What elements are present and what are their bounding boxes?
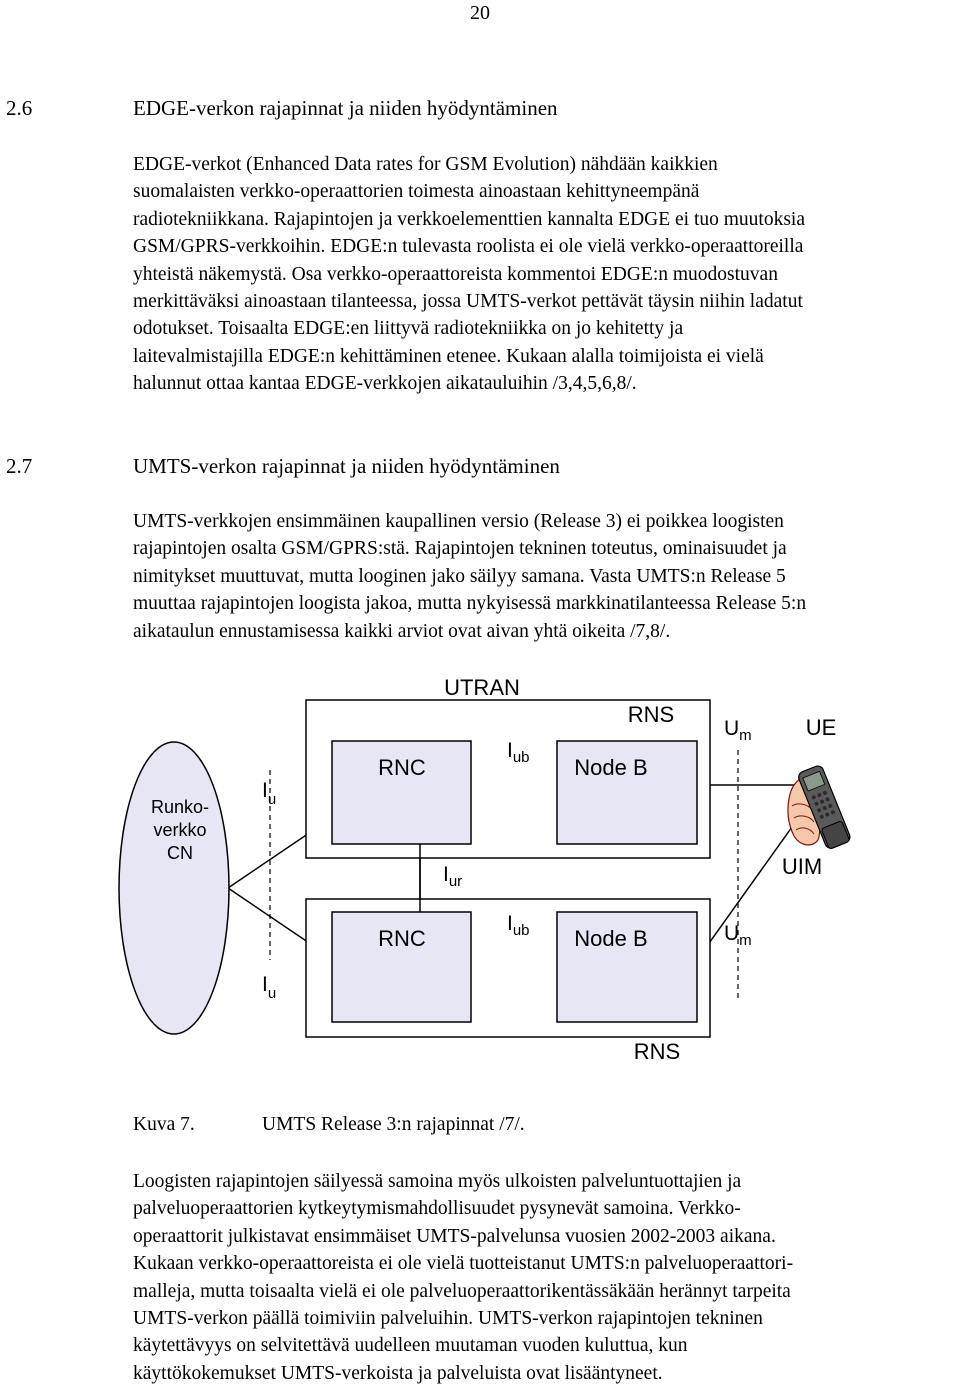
text-line: UMTS-verkon päällä toimiviin palveluihin… — [133, 1308, 763, 1330]
text-line: rajapintojen osalta GSM/GPRS:stä. Rajapi… — [133, 538, 787, 560]
um-sub: m — [739, 932, 752, 949]
text-line: Kukaan verkko-operaattoreista ei ole vie… — [133, 1253, 794, 1275]
text-line: malleja, mutta toisaalta vielä ei ole pa… — [133, 1280, 791, 1302]
text-line: palveluoperaattorien kytkeytymismahdolli… — [133, 1198, 741, 1220]
text-line: laitevalmistajilla EDGE:n kehittäminen e… — [133, 345, 764, 367]
iur-label: Iur — [443, 863, 462, 890]
paragraph-umts: UMTS-verkkojen ensimmäinen kaupallinen v… — [133, 508, 960, 645]
text-line: nimitykset muuttuvat, mutta looginen jak… — [133, 565, 786, 587]
text-line: aikataulun ennustamisessa kaikki arviot … — [133, 620, 671, 642]
node-b-box-bottom — [556, 911, 698, 1023]
core-network-ellipse — [118, 741, 230, 1035]
text-line: käyttökokemukset UMTS-verkoista ja palve… — [133, 1362, 663, 1384]
text-line: UMTS-verkkojen ensimmäinen kaupallinen v… — [133, 511, 784, 532]
iur-main: I — [443, 863, 449, 886]
rnc-label-bottom: RNC — [378, 926, 426, 951]
rns-label-bottom: RNS — [634, 1039, 680, 1064]
iu-label-bottom: Iu — [262, 973, 276, 1002]
paragraph-edge: EDGE-verkot (Enhanced Data rates for GSM… — [133, 151, 960, 398]
mobile-phone-icon — [787, 765, 851, 849]
text-line: merkittäväksi ainoastaan tilanteessa, jo… — [133, 291, 803, 313]
section-title: EDGE-verkon rajapinnat ja niiden hyödynt… — [133, 96, 558, 120]
umts-interface-diagram: UTRAN RNS RNS Runko- verkko CN RNC Node … — [118, 675, 851, 1064]
ue-label: UE — [806, 715, 837, 740]
text-line: odotukset. Toisaalta EDGE:en liittyvä ra… — [133, 318, 684, 340]
um-label-top: Um — [724, 717, 752, 744]
text-line: muuttaa rajapintojen loogista jakoa, mut… — [133, 593, 807, 615]
text-line: yhteistä näkemystä. Osa verkko-operaatto… — [133, 263, 778, 285]
section-number: 2.6 — [6, 96, 33, 120]
rnc-label-top: RNC — [378, 755, 426, 780]
um-main: U — [724, 922, 739, 945]
rnc-box-top — [331, 740, 472, 845]
iub-label-top: Iub — [507, 739, 530, 766]
um-label-bottom: Um — [724, 922, 752, 949]
caption-text: UMTS Release 3:n rajapinnat /7/. — [262, 1114, 525, 1135]
text-line: suomalaisten verkko-operaattorien toimes… — [133, 181, 700, 203]
core-network-label-line3: CN — [167, 843, 193, 863]
iub-sub: ub — [513, 749, 530, 766]
text-line: käytettävyys on selvitettävä uudelleen m… — [133, 1335, 688, 1357]
iub-label-bottom: Iub — [507, 912, 530, 939]
section-number: 2.7 — [6, 454, 33, 478]
page-number: 20 — [470, 2, 490, 24]
node-b-box-top — [556, 740, 698, 845]
uim-label: UIM — [782, 854, 822, 879]
rnc-box-bottom — [331, 911, 472, 1023]
text-line: halunnut ottaa kantaa EDGE-verkkojen aik… — [133, 373, 637, 395]
iu-sub: u — [268, 791, 276, 808]
iub-main: I — [507, 739, 513, 762]
core-network-label-line2: verkko — [153, 820, 206, 840]
text-line: GSM/GPRS-verkkoihin. EDGE:n tulevasta ro… — [133, 236, 804, 258]
node-b-label-top: Node B — [574, 755, 647, 780]
iub-main: I — [507, 912, 513, 935]
node-b-label-bottom: Node B — [574, 926, 647, 951]
rns-label-top: RNS — [628, 702, 674, 727]
paragraph-closing: Loogisten rajapintojen säilyessä samoina… — [133, 1168, 960, 1387]
text-line: Loogisten rajapintojen säilyessä samoina… — [133, 1171, 742, 1192]
iu-main: I — [262, 779, 268, 802]
utran-label: UTRAN — [444, 675, 520, 700]
text-line: operaattorit julkistavat ensimmäiset UMT… — [133, 1225, 776, 1247]
um-sub: m — [739, 727, 752, 744]
iur-sub: ur — [449, 873, 462, 890]
text-line: radiotekniikkana. Rajapintojen ja verkko… — [133, 208, 806, 230]
iu-main: I — [262, 973, 268, 996]
text-line: EDGE-verkot (Enhanced Data rates for GSM… — [133, 154, 718, 175]
iu-sub: u — [268, 985, 276, 1002]
iub-sub: ub — [513, 922, 530, 939]
caption-label: Kuva 7. — [133, 1114, 195, 1135]
um-main: U — [724, 717, 739, 740]
um-link-bottom — [696, 819, 798, 961]
iu-label-top: Iu — [262, 779, 276, 808]
core-network-label-line1: Runko- — [151, 797, 209, 817]
section-title: UMTS-verkon rajapinnat ja niiden hyödynt… — [133, 454, 560, 478]
